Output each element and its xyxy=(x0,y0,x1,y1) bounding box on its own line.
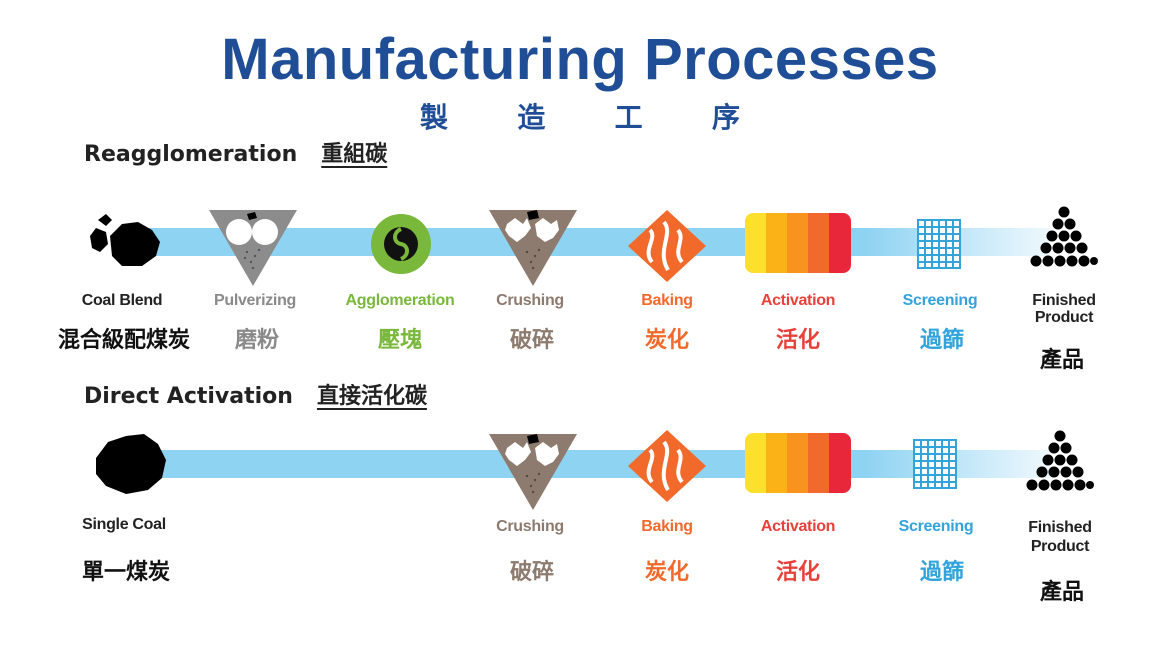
pellet-pyramid-icon xyxy=(1026,430,1094,492)
activation-gradient-icon xyxy=(745,433,851,493)
subtitle-char: 工 xyxy=(614,101,643,134)
screen-grid-icon xyxy=(917,219,961,269)
step-label-zh: 炭化 xyxy=(644,328,689,353)
direct-activation-heading-en: Direct Activation xyxy=(84,384,293,409)
direct-activation-heading-zh: 直接活化碳 xyxy=(316,384,427,409)
coal-blend-icon xyxy=(86,206,166,272)
step-label-en: Finished Product xyxy=(1028,519,1092,555)
step-label-en: Pulverizing xyxy=(213,292,297,309)
crusher-icon xyxy=(487,432,579,512)
step-label-en: Baking xyxy=(641,292,693,309)
direct-activation-heading: Direct Activation 直接活化碳 xyxy=(84,378,427,410)
flame-icon xyxy=(628,210,706,282)
step-label-zh: 活化 xyxy=(775,560,820,585)
step-label-en: Finished Product xyxy=(1032,292,1096,326)
step-label-en: Agglomeration xyxy=(345,292,455,309)
step-label-zh: 破碎 xyxy=(509,560,554,585)
step-label-zh: 產品 xyxy=(1039,348,1084,373)
subtitle-char: 製 xyxy=(420,101,449,134)
step-label-en: Screening xyxy=(898,518,974,535)
subtitle-char: 造 xyxy=(517,101,546,134)
step-label-en: Crushing xyxy=(496,292,564,309)
step-label-en: Activation xyxy=(760,292,836,309)
step-label-zh: 單一煤炭 xyxy=(81,560,170,585)
reagglomeration-heading-zh: 重組碳 xyxy=(321,142,388,167)
crusher-icon xyxy=(487,208,579,288)
process-flow-bar xyxy=(130,450,1050,478)
step-label-en: Baking xyxy=(641,518,693,535)
step-label-zh: 過篩 xyxy=(919,560,964,585)
step-label-zh: 磨粉 xyxy=(234,328,279,353)
step-label-en: Crushing xyxy=(496,518,564,535)
reagglomeration-heading-en: Reagglomeration xyxy=(84,142,298,167)
screen-grid-icon xyxy=(913,439,957,489)
activation-gradient-icon xyxy=(745,213,851,273)
step-label-zh: 混合級配煤炭 xyxy=(57,328,190,353)
flame-icon xyxy=(628,430,706,502)
pellet-pyramid-icon xyxy=(1030,206,1098,268)
step-label-zh: 壓塊 xyxy=(377,328,422,353)
subtitle-char: 序 xyxy=(711,101,740,134)
step-label-zh: 活化 xyxy=(775,328,820,353)
step-label-en: Activation xyxy=(760,518,836,535)
step-label-en: Coal Blend xyxy=(81,292,163,309)
step-label-zh: 炭化 xyxy=(644,560,689,585)
coal-lump-icon xyxy=(92,430,168,496)
reagglomeration-heading: Reagglomeration 重組碳 xyxy=(84,136,387,168)
page-title: Manufacturing Processes xyxy=(221,27,939,92)
agglomeration-icon xyxy=(370,213,432,275)
pulverizer-icon xyxy=(207,208,299,288)
page-subtitle: 製 造 工 序 xyxy=(420,96,740,136)
step-label-zh: 產品 xyxy=(1039,580,1084,605)
step-label-zh: 破碎 xyxy=(509,328,554,353)
step-label-en: Screening xyxy=(902,292,978,309)
step-label-en: Single Coal xyxy=(82,516,166,533)
step-label-zh: 過篩 xyxy=(919,328,964,353)
